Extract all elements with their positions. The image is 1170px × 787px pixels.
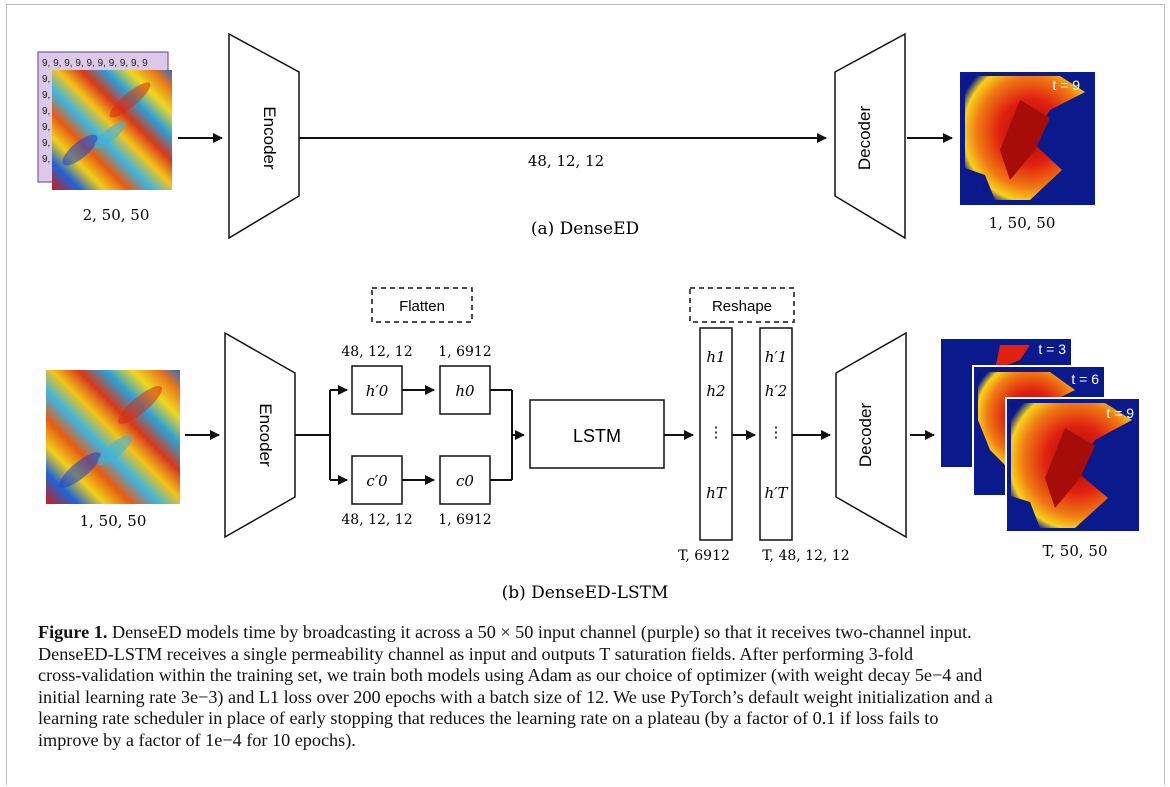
h0-prime-symbol: h′0	[366, 382, 389, 400]
encoder-label: Encoder	[260, 106, 279, 170]
time-channel-digit: 9,	[42, 106, 50, 117]
h0p-shape-label: 48, 12, 12	[341, 344, 412, 360]
figure-caption: Figure 1. DenseED models time by broadca…	[38, 622, 1138, 751]
c0p-shape-label: 48, 12, 12	[341, 512, 412, 528]
output-shape-label: T, 50, 50	[1042, 542, 1107, 560]
seq-ellipsis: ⋮	[709, 423, 724, 441]
flatten-label: Flatten	[399, 298, 445, 315]
encoder-label: Encoder	[256, 403, 275, 467]
time-channel-input: 9, 9, 9, 9, 9, 9, 9, 9, 9, 9 9, 9, 9, 9,…	[37, 51, 172, 190]
caption-line-2: DenseED-LSTM receives a single permeabil…	[38, 643, 914, 664]
seq-hT: hT	[706, 484, 727, 502]
decoder-label: Decoder	[855, 106, 874, 171]
time-channel-digit: 9,	[42, 122, 50, 133]
input-shape-label: 2, 50, 50	[83, 206, 150, 224]
panel-a: 9, 9, 9, 9, 9, 9, 9, 9, 9, 9 9, 9, 9, 9,…	[37, 32, 1095, 240]
hidden-sequence-box	[699, 327, 733, 541]
output-time-label: t = 6	[1071, 371, 1099, 387]
caption-line-1: Figure 1. DenseED models time by broadca…	[38, 622, 1138, 644]
seq-h2: h2	[706, 382, 725, 400]
c0-prime-symbol: c′0	[366, 472, 388, 490]
caption-line-6: improve by a factor of 1e−4 for 10 epoch…	[38, 729, 356, 750]
latent-shape-label: 48, 12, 12	[528, 152, 604, 170]
caption-line-3: cross-validation within the training set…	[38, 665, 983, 685]
flatten-box	[371, 287, 473, 323]
seq-h2-prime: h′2	[765, 382, 788, 400]
lstm-label: LSTM	[573, 426, 621, 446]
h0-symbol: h0	[455, 382, 475, 400]
seq-h1-prime: h′1	[765, 348, 788, 366]
caption-line-4: initial learning rate 3e−3) and L1 loss …	[38, 686, 993, 707]
decoder-block	[835, 331, 907, 539]
time-channel-digit: 9,	[42, 74, 50, 85]
saturation-output-image: t = 9	[960, 72, 1095, 205]
seq-ellipsis: ⋮	[769, 423, 784, 441]
permeability-input-image	[46, 370, 180, 504]
panel-a-caption: (a) DenseED	[531, 219, 639, 239]
encoder-block	[224, 331, 296, 539]
caption-line-5: learning rate scheduler in place of earl…	[38, 708, 939, 728]
caption-text: DenseED models time by broadcasting it a…	[107, 622, 972, 642]
panel-b-caption: (b) DenseED-LSTM	[502, 583, 669, 603]
time-channel-digit: 9,	[42, 138, 50, 149]
output-time-label: t = 9	[1106, 405, 1134, 421]
c0-symbol: c0	[456, 472, 474, 490]
reshape-label: Reshape	[712, 298, 772, 315]
time-channel-digit: 9,	[42, 90, 50, 101]
seq-hT-prime: h′T	[764, 484, 788, 502]
seq1-shape-label: T, 6912	[678, 548, 730, 564]
encoder-block	[228, 32, 300, 240]
panel-b: 1, 50, 50 Encoder Flatten 48, 12, 12 1, …	[46, 287, 1141, 603]
c0-shape-label: 1, 6912	[438, 512, 491, 528]
output-shape-label: 1, 50, 50	[989, 214, 1056, 232]
output-time-label: t = 9	[1052, 77, 1080, 93]
c0-prime-box	[351, 455, 403, 505]
h0-shape-label: 1, 6912	[438, 344, 491, 360]
c0-box	[439, 455, 491, 505]
h0-box	[439, 365, 491, 415]
lstm-block	[529, 399, 665, 469]
seq-h1: h1	[706, 348, 725, 366]
time-channel-digit: 9,	[42, 154, 50, 165]
saturation-output-t9: t = 9	[1005, 397, 1141, 533]
h0-prime-box	[351, 365, 403, 415]
time-channel-digits: 9, 9, 9, 9, 9, 9, 9, 9, 9, 9	[42, 58, 148, 69]
seq2-shape-label: T, 48, 12, 12	[762, 548, 849, 564]
input-shape-label: 1, 50, 50	[80, 512, 147, 530]
reshaped-sequence-box	[759, 327, 793, 541]
figure-frame	[6, 4, 1165, 785]
caption-figure-label: Figure 1.	[38, 622, 108, 642]
saturation-output-stack: t = 3 t = 6 t = 9	[939, 337, 1141, 533]
decoder-block	[834, 32, 906, 240]
output-time-label: t = 3	[1038, 341, 1066, 357]
reshape-box	[689, 287, 795, 323]
decoder-label: Decoder	[856, 403, 875, 468]
